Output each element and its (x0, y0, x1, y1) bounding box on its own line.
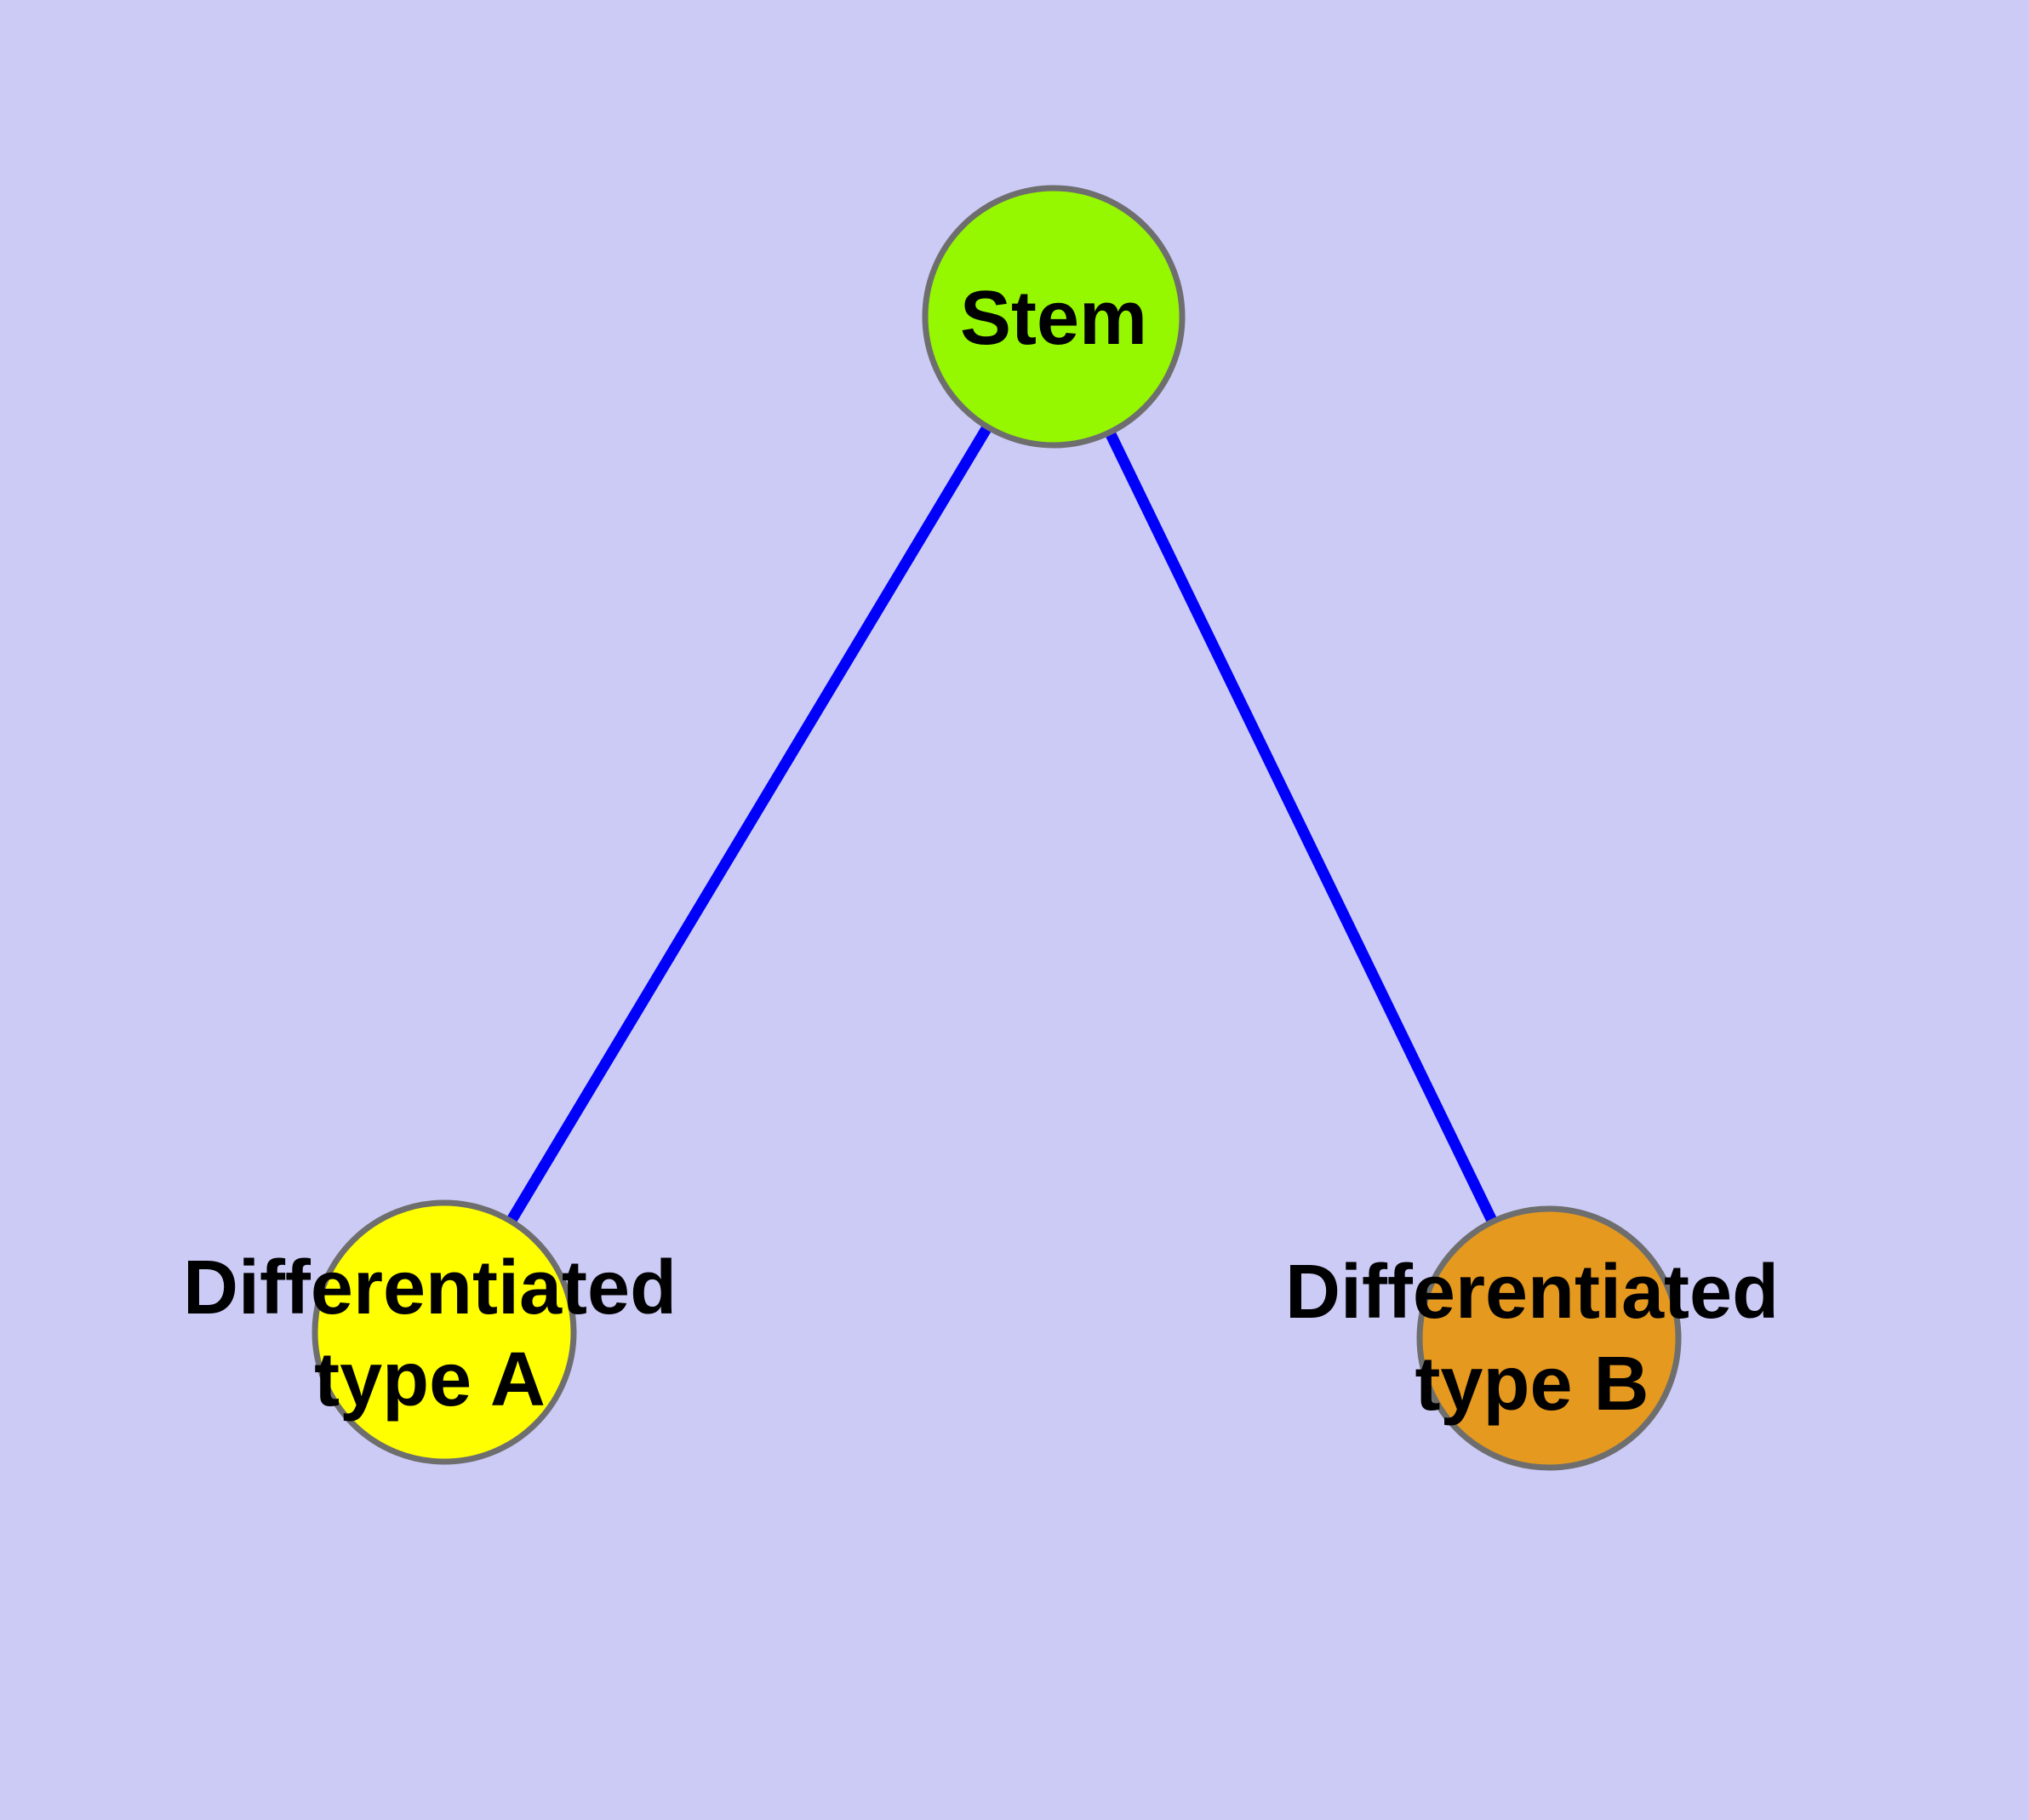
stem-node[interactable] (922, 185, 1186, 449)
type-b-node[interactable] (1416, 1205, 1682, 1471)
edge-stem-to-type-b[interactable] (1049, 314, 1554, 1341)
edge-stem-to-type-a[interactable] (439, 313, 1059, 1336)
type-a-node[interactable] (311, 1199, 577, 1465)
